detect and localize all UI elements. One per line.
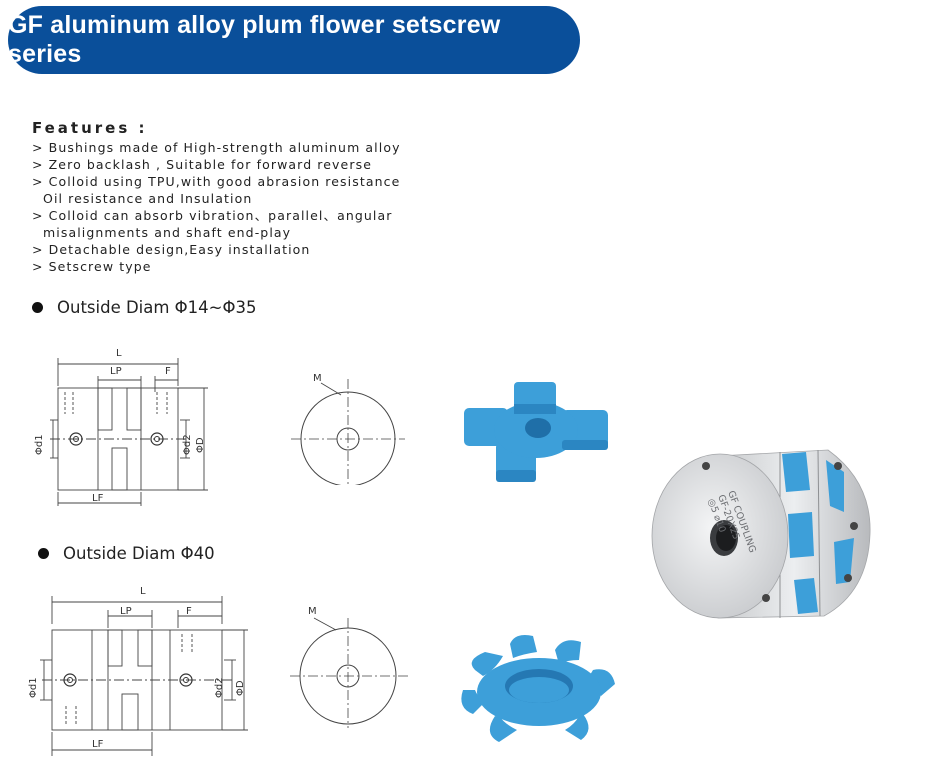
spider-insert-large-image — [461, 635, 615, 742]
dim-label-L: L — [116, 348, 122, 359]
dim-label-d2: Φd2 — [182, 434, 193, 455]
side-view-drawing-large: L LP F LF Φd1 Φd2 ΦD — [28, 586, 248, 756]
section-title-text: Outside Diam Φ14~Φ35 — [57, 298, 257, 317]
section-title-small: Outside Diam Φ14~Φ35 — [32, 298, 256, 317]
end-view-drawing-large: M — [290, 606, 408, 728]
features-title: Features : — [32, 119, 148, 137]
dim-label-F: F — [165, 366, 171, 377]
page-title: GF aluminum alloy plum flower setscrew s… — [8, 11, 501, 68]
dim-label-M: M — [313, 373, 322, 384]
dim-label-LP: LP — [120, 606, 132, 617]
feature-line: misalignments and shaft end-play — [43, 225, 292, 240]
dim-label-d1: Φd1 — [34, 434, 45, 455]
dim-label-d1: Φd1 — [28, 677, 39, 698]
dim-label-D: ΦD — [195, 437, 206, 453]
coupling-product-image: GF COUPLING GF-20X25 ◎5 ⌀10 — [651, 449, 871, 619]
spider-insert-small-image — [464, 382, 608, 482]
dim-label-LF: LF — [92, 739, 104, 750]
bullet-dot — [38, 548, 49, 559]
feature-line: > Bushings made of High-strength aluminu… — [32, 140, 401, 155]
feature-line: > Colloid can absorb vibration、parallel、… — [32, 208, 393, 223]
title-banner: GF aluminum alloy plum flower setscrew s… — [8, 6, 580, 74]
dim-label-M: M — [308, 606, 317, 617]
features-list: Features : > Bushings made of High-stren… — [32, 120, 401, 275]
feature-line: Oil resistance and Insulation — [43, 191, 253, 206]
dim-label-D: ΦD — [235, 680, 246, 696]
bullet-dot — [32, 302, 43, 313]
feature-line: > Setscrew type — [32, 259, 152, 274]
dim-label-F: F — [186, 606, 192, 617]
dim-label-LF: LF — [92, 493, 104, 504]
end-view-drawing-small: M — [291, 373, 405, 485]
feature-line: > Detachable design,Easy installation — [32, 242, 311, 257]
section-title-text: Outside Diam Φ40 — [63, 544, 215, 563]
feature-line: > Zero backlash , Suitable for forward r… — [32, 157, 372, 172]
dim-label-L: L — [140, 586, 146, 597]
feature-line: > Colloid using TPU,with good abrasion r… — [32, 174, 401, 189]
dim-label-d2: Φd2 — [214, 677, 225, 698]
side-view-drawing-small: L LP F LF Φd1 Φd2 ΦD — [34, 348, 208, 506]
section-title-large: Outside Diam Φ40 — [38, 544, 215, 563]
dim-label-LP: LP — [110, 366, 122, 377]
